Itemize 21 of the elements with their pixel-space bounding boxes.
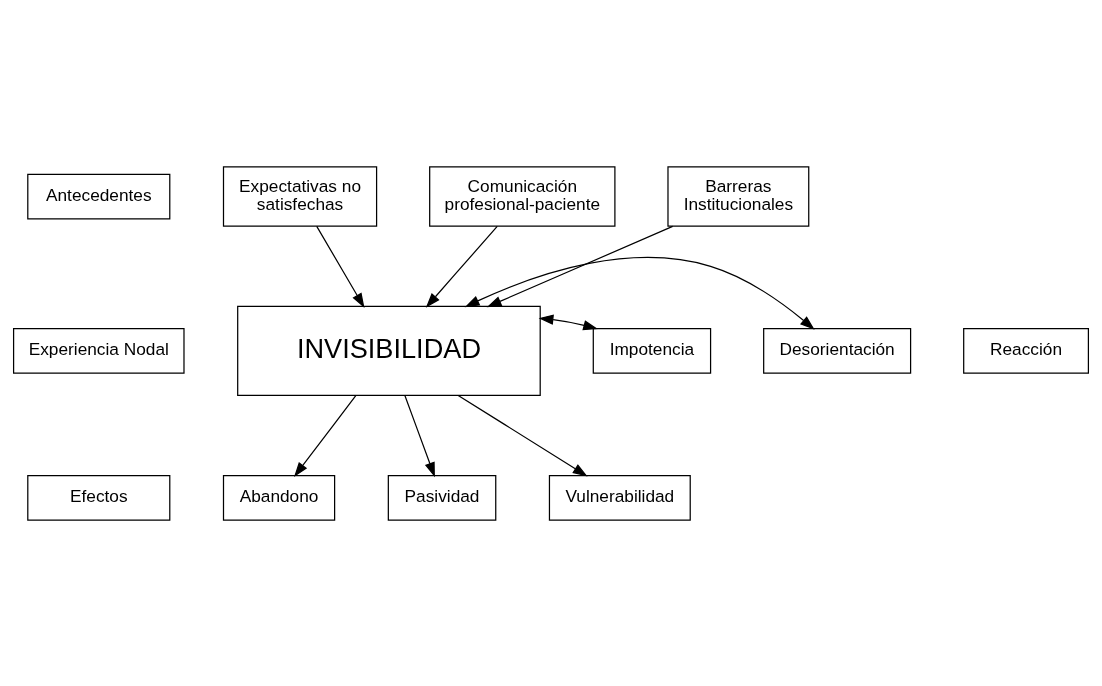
node-box: Expectativas no satisfechas — [222, 165, 378, 227]
node-box: Antecedentes — [27, 173, 171, 219]
node-box: INVISIBILIDAD — [237, 305, 541, 396]
node-box: Experiencia Nodal — [13, 327, 185, 374]
arrow — [425, 225, 498, 308]
arrow — [486, 225, 674, 307]
node-box: Abandono — [222, 474, 336, 521]
arrow — [457, 394, 588, 476]
arrow — [538, 314, 598, 330]
node-box: Reacción — [963, 327, 1089, 374]
node-box: Barreras Institucionales — [667, 165, 810, 227]
arrow — [316, 225, 365, 308]
node-box: Impotencia — [592, 327, 712, 374]
node-box: Desorientación — [763, 327, 912, 374]
node-box: Vulnerabilidad — [548, 474, 691, 521]
node-box: Comunicación profesional-paciente — [429, 165, 616, 227]
node-box: Pasividad — [387, 474, 497, 521]
node-box: Efectos — [27, 474, 171, 521]
arrow — [404, 394, 435, 477]
arrow — [464, 256, 815, 330]
arrow — [294, 394, 357, 477]
